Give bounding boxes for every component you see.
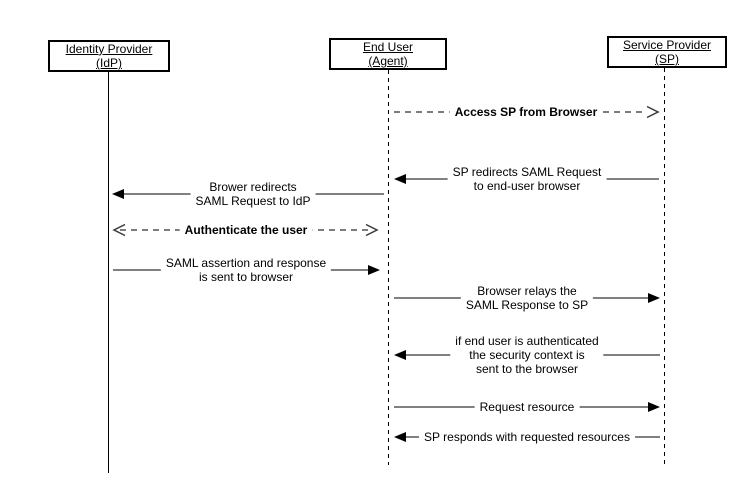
filled-arrowhead-right-icon [648,402,660,412]
message-label: Brower redirects SAML Request to IdP [190,179,316,209]
filled-arrowhead-left-icon [112,189,124,199]
actor-title-service-provider: Service Provider [622,37,712,52]
message-label: SP redirects SAML Request to end-user br… [447,164,607,194]
message-label: SP responds with requested resources [419,429,635,445]
open-arrowhead-left-icon [112,223,128,237]
filled-arrowhead-left-icon [394,174,406,184]
open-arrowhead-right-icon [363,223,379,237]
message-label: if end user is authenticated the securit… [450,333,604,377]
lifeline-service-provider [664,68,665,465]
actor-box-end-user: End User (Agent) [329,38,447,70]
actor-title-identity-provider: Identity Provider [65,41,153,56]
actor-subtitle-sp: (SP) [655,52,679,66]
filled-arrowhead-left-icon [394,350,406,360]
filled-arrowhead-right-icon [368,265,380,275]
actor-subtitle-agent: (Agent) [368,54,408,68]
filled-arrowhead-left-icon [394,432,406,442]
open-arrowhead-right-icon [644,105,660,119]
actor-subtitle-idp: (IdP) [95,56,122,70]
message-label: Browser relays the SAML Response to SP [460,283,594,313]
message-label: Authenticate the user [179,222,313,238]
lifeline-end-user [388,70,389,465]
message-label: SAML assertion and response is sent to b… [160,255,332,285]
filled-arrowhead-right-icon [648,293,660,303]
lifeline-identity-provider [108,72,109,473]
message-label: Request resource [474,399,580,415]
actor-title-end-user: End User [362,39,414,54]
actor-box-service-provider: Service Provider (SP) [607,36,727,68]
actor-box-identity-provider: Identity Provider (IdP) [48,40,170,72]
message-label: Access SP from Browser [449,104,603,120]
